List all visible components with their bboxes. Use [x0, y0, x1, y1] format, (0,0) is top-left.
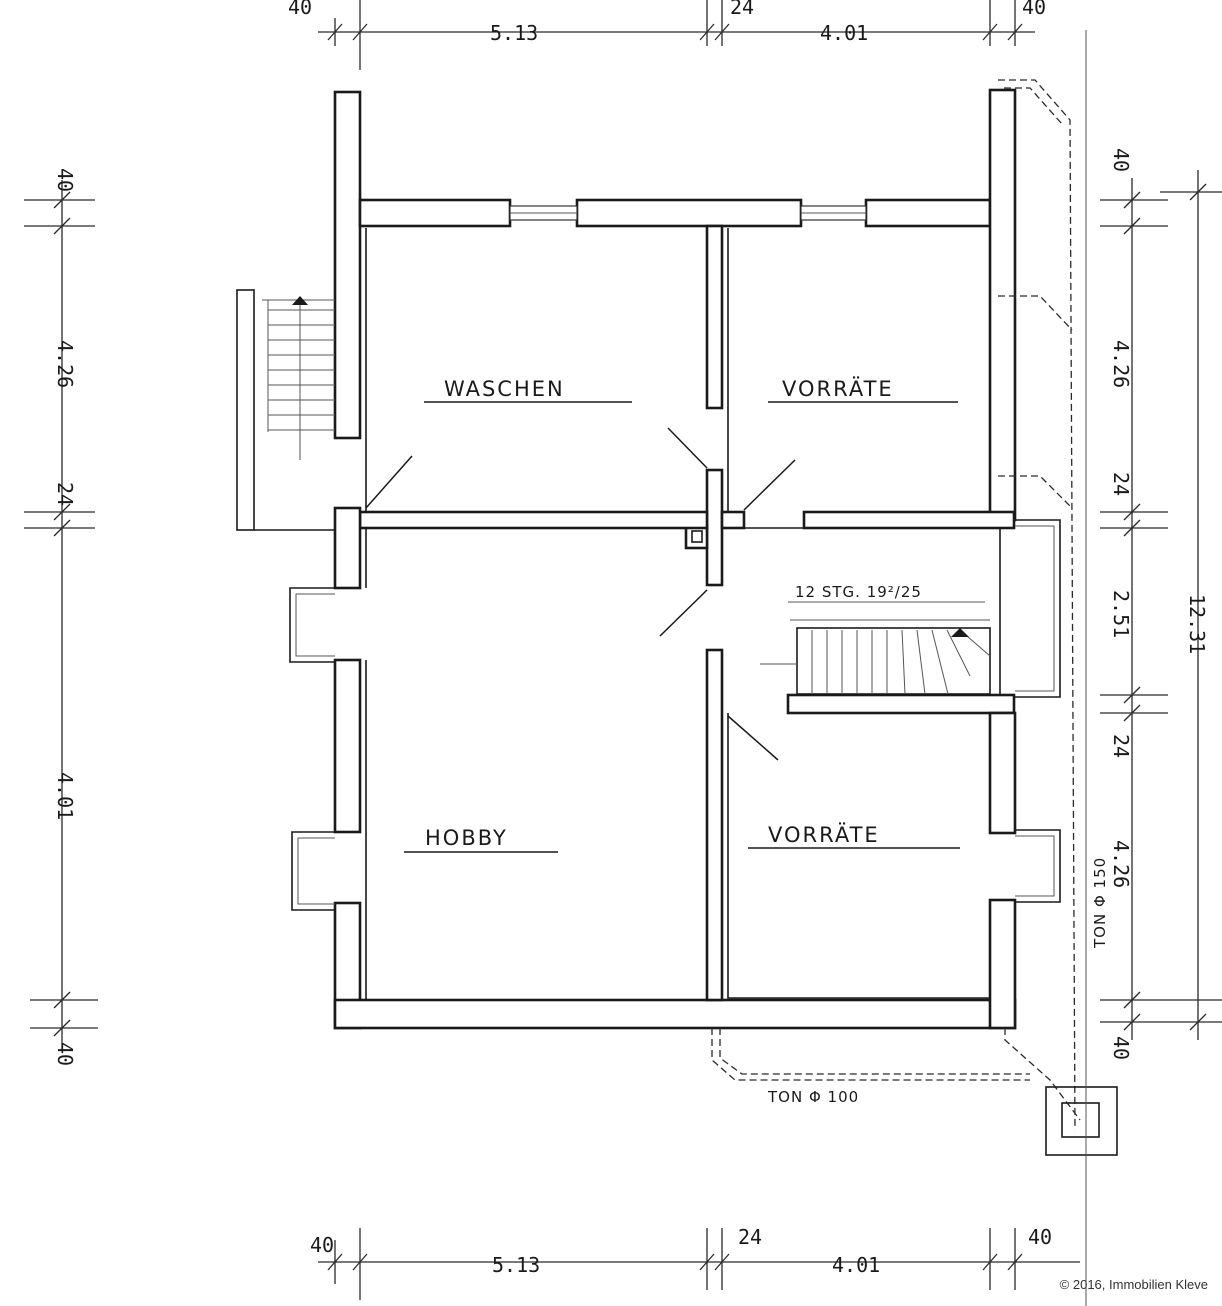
dim-right-1: 4.26	[1109, 340, 1133, 388]
stair-label: 12 STG. 19²/25	[795, 583, 922, 601]
wall-right-lower1	[988, 711, 1017, 835]
room-labels: WASCHEN VORRÄTE HOBBY VORRÄTE 12 STG. 19…	[404, 376, 985, 853]
drain-pipes: TON Φ 150 TON Φ 100	[711, 79, 1118, 1156]
stair-shaft	[1015, 519, 1061, 698]
wall-interior-v2	[705, 648, 724, 1002]
light-well-left-2	[291, 831, 335, 911]
pipe-label-bottom: TON Φ 100	[767, 1088, 859, 1106]
room-label-waschen: WASCHEN	[444, 377, 565, 401]
wall-mid-left	[358, 510, 709, 530]
wall-interior-v1	[705, 224, 724, 410]
wall-mid-right	[802, 510, 1016, 530]
drain-manhole-inner	[1061, 1102, 1100, 1138]
dim-left-3: 4.01	[53, 772, 77, 820]
chimney	[691, 530, 703, 543]
dim-bottom-0: 40	[310, 1233, 334, 1257]
door-center-1	[667, 427, 708, 469]
stair-outline	[796, 627, 991, 695]
dim-top-3: 4.01	[820, 21, 868, 45]
room-outlines	[365, 228, 1001, 1001]
stair-side-wall	[236, 289, 255, 531]
dim-right-total: 12.31	[1185, 594, 1209, 654]
dim-left-2: 24	[53, 482, 77, 506]
room-label-vorraete-bottom: VORRÄTE	[768, 822, 880, 847]
dim-top-4: 40	[1022, 0, 1046, 19]
dim-right-6: 40	[1109, 1036, 1133, 1060]
dim-right-4: 24	[1109, 734, 1133, 758]
drain-manhole	[1045, 1086, 1118, 1156]
dim-top-2: 24	[730, 0, 754, 19]
dim-bottom-3: 4.01	[832, 1253, 880, 1277]
windows	[289, 205, 1061, 911]
dim-right-0: 40	[1109, 148, 1133, 172]
wall-left-upper	[333, 90, 362, 440]
wall-bottom	[333, 998, 1017, 1030]
dimensions-right: 40 4.26 24 2.51 24 4.26 40 12.31	[1100, 148, 1222, 1060]
walls	[333, 88, 1017, 1030]
dim-bottom-4: 40	[1028, 1225, 1052, 1249]
dim-bottom-1: 5.13	[492, 1253, 540, 1277]
wall-stair-bottom	[786, 693, 1016, 715]
dim-right-3: 2.51	[1109, 590, 1133, 638]
dim-top-1: 5.13	[490, 21, 538, 45]
pipe-label-right: TON Φ 150	[1091, 857, 1109, 949]
copyright-notice: © 2016, Immobilien Kleve	[1059, 1277, 1208, 1292]
wall-top-3	[864, 198, 992, 228]
dim-left-1: 4.26	[53, 340, 77, 388]
wall-pillar	[705, 468, 724, 587]
light-well-left-1	[289, 587, 335, 663]
dim-left-0: 40	[53, 168, 77, 192]
wall-left-lower1	[333, 658, 362, 834]
door-vorraete-top	[743, 459, 796, 511]
room-label-hobby: HOBBY	[425, 826, 508, 850]
exterior-stair	[236, 289, 335, 531]
wall-mid-stub	[720, 510, 746, 530]
dim-left-4: 40	[53, 1042, 77, 1066]
doors	[365, 427, 796, 761]
dim-top-0: 40	[288, 0, 312, 19]
dim-right-2: 24	[1109, 472, 1133, 496]
interior-stair	[760, 619, 991, 695]
light-well-right	[1015, 829, 1061, 903]
wall-left-mid	[333, 506, 362, 590]
room-label-vorraete-top: VORRÄTE	[782, 376, 894, 401]
door-waschen	[365, 455, 413, 509]
door-vorraete-bottom	[727, 715, 779, 761]
wall-top-2	[575, 198, 803, 228]
wall-top-1	[358, 198, 512, 228]
dimensions-bottom: 40 5.13 24 4.01 40	[310, 1225, 1080, 1300]
dim-right-5: 4.26	[1109, 840, 1133, 888]
stair-arrow-icon	[292, 296, 308, 305]
stair-arrow-icon-2	[951, 628, 969, 637]
dimensions-top: 40 5.13 24 4.01 40	[288, 0, 1046, 70]
door-hobby	[659, 589, 708, 637]
wall-right-upper	[988, 88, 1017, 522]
dimensions-left: 40 4.26 24 4.01 40	[24, 168, 98, 1066]
wall-right-lower2	[988, 898, 1017, 1030]
dim-bottom-2: 24	[738, 1225, 762, 1249]
